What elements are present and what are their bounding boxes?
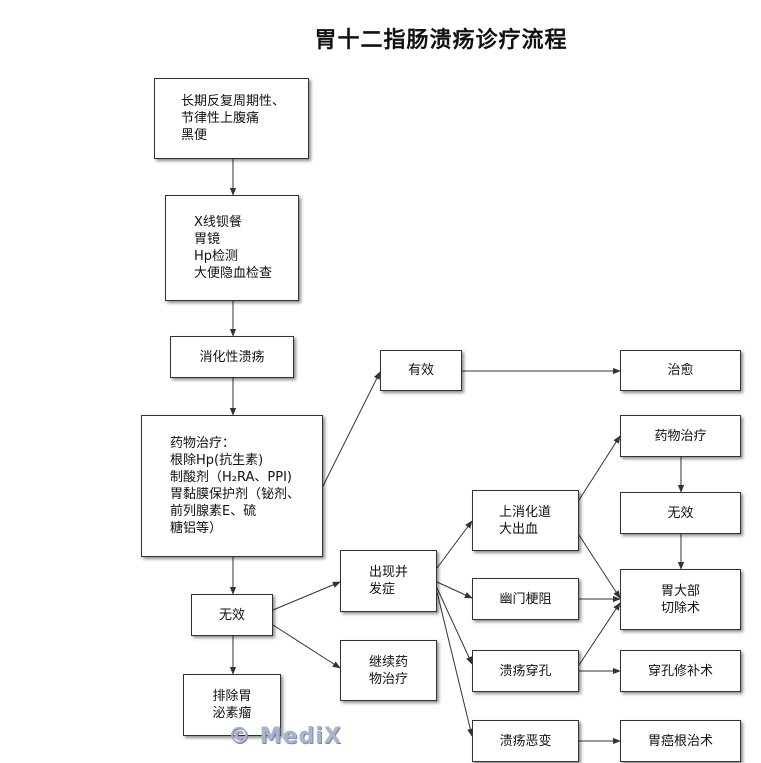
node-subtotal-gastrectomy: 胃大部切除术 bbox=[620, 569, 741, 630]
node-text-line: 长期反复周期性、 bbox=[181, 94, 286, 109]
node-text-line: 胃癌根治术 bbox=[647, 733, 713, 749]
node-text-line: 出现并 bbox=[369, 565, 409, 580]
node-text-line: 有效 bbox=[407, 363, 434, 378]
node-cured: 治愈 bbox=[620, 350, 741, 391]
node-text-line: 消化性溃疡 bbox=[199, 349, 265, 365]
edge-perforation-gastrectomy bbox=[578, 602, 621, 666]
node-text-line: 切除术 bbox=[660, 600, 700, 616]
node-ineffective-2: 无效 bbox=[620, 492, 741, 534]
node-drug-therapy: 药物治疗： 根除Hp(抗生素) 制酸剂（H₂RA、PPI) 胃黏膜保护剂（铋剂、前列腺… bbox=[141, 415, 323, 557]
edge-ineffective-complications bbox=[272, 581, 341, 611]
node-text-line: 胃镜 bbox=[194, 232, 221, 247]
node-text-line: 穿孔修补术 bbox=[647, 663, 713, 679]
node-ulcer-malignancy: 溃疡恶变 bbox=[472, 720, 579, 762]
node-ineffective: 无效 bbox=[191, 594, 273, 636]
edge-drug-effective bbox=[321, 371, 381, 489]
node-text-line: 前列腺素E、硫 bbox=[170, 504, 257, 519]
medix-watermark: © MediX bbox=[228, 724, 342, 749]
edge-comp-malignancy bbox=[436, 591, 474, 737]
node-text-line: 无效 bbox=[218, 607, 245, 623]
node-text-line: 根除Hp(抗生素) bbox=[170, 453, 264, 468]
node-drug-therapy-2: 药物治疗 bbox=[620, 415, 741, 457]
edge-comp-perforation bbox=[436, 587, 473, 665]
node-text-line: 发症 bbox=[369, 582, 396, 597]
node-text-line: 胃大部 bbox=[660, 583, 700, 599]
diagram-title: 胃十二指肠溃疡诊疗流程 bbox=[314, 28, 568, 53]
node-ulcer-perforation: 溃疡穿孔 bbox=[472, 650, 579, 692]
node-text-line: 溃疡穿孔 bbox=[499, 663, 552, 679]
edge-bleeding-drug2 bbox=[578, 435, 621, 501]
node-text-line: 制酸剂（H₂RA、PPI) bbox=[170, 470, 292, 485]
node-text-line: Hp检测 bbox=[194, 249, 239, 264]
node-text-line: 泌素瘤 bbox=[212, 706, 252, 721]
node-text-line: 排除胃 bbox=[212, 689, 252, 704]
node-text-line: 大便隐血检查 bbox=[194, 266, 273, 281]
edge-comp-bleeding bbox=[436, 520, 473, 569]
node-text-line: 物治疗 bbox=[368, 671, 408, 687]
edge-ineffective-continue bbox=[272, 624, 341, 669]
node-perforation-repair: 穿孔修补术 bbox=[620, 650, 741, 692]
node-text-line: X线钡餐 bbox=[194, 215, 242, 230]
edge-comp-pyloric bbox=[436, 581, 473, 599]
node-pyloric-obstruction: 幽门梗阻 bbox=[472, 578, 579, 620]
node-symptoms: 长期反复周期性、节律性上腹痛黑便 bbox=[154, 78, 309, 159]
node-text-line: 大出血 bbox=[499, 521, 539, 537]
node-text-line: 胃黏膜保护剂（铋剂、 bbox=[170, 487, 301, 502]
node-text-line: 节律性上腹痛 bbox=[181, 111, 260, 126]
node-peptic-ulcer: 消化性溃疡 bbox=[170, 336, 294, 378]
node-text-line: 药物治疗 bbox=[654, 428, 707, 444]
node-exclude-gastrinoma: 排除胃泌素瘤 bbox=[183, 674, 281, 736]
node-text-line: 治愈 bbox=[667, 363, 694, 378]
node-text-line: 糖铝等） bbox=[170, 521, 223, 536]
node-text-line: 无效 bbox=[667, 505, 694, 521]
node-complications: 出现并发症 bbox=[340, 550, 437, 612]
node-text-line: 幽门梗阻 bbox=[499, 591, 552, 607]
node-text-line: 药物治疗： bbox=[170, 436, 236, 451]
node-effective: 有效 bbox=[380, 350, 462, 391]
node-text-line: 溃疡恶变 bbox=[499, 733, 552, 749]
node-exams: X线钡餐胃镜 Hp检测大便隐血检查 bbox=[165, 195, 299, 301]
node-radical-gastrectomy: 胃癌根治术 bbox=[620, 720, 741, 762]
node-text-line: 黑便 bbox=[181, 128, 208, 143]
node-text-line: 继续药 bbox=[368, 654, 408, 670]
edge-bleeding-gastrectomy bbox=[578, 534, 621, 599]
node-text-line: 上消化道 bbox=[499, 504, 552, 520]
node-continue-drugs: 继续药物治疗 bbox=[340, 640, 437, 701]
node-upper-gi-bleeding: 上消化道大出血 bbox=[472, 490, 579, 551]
